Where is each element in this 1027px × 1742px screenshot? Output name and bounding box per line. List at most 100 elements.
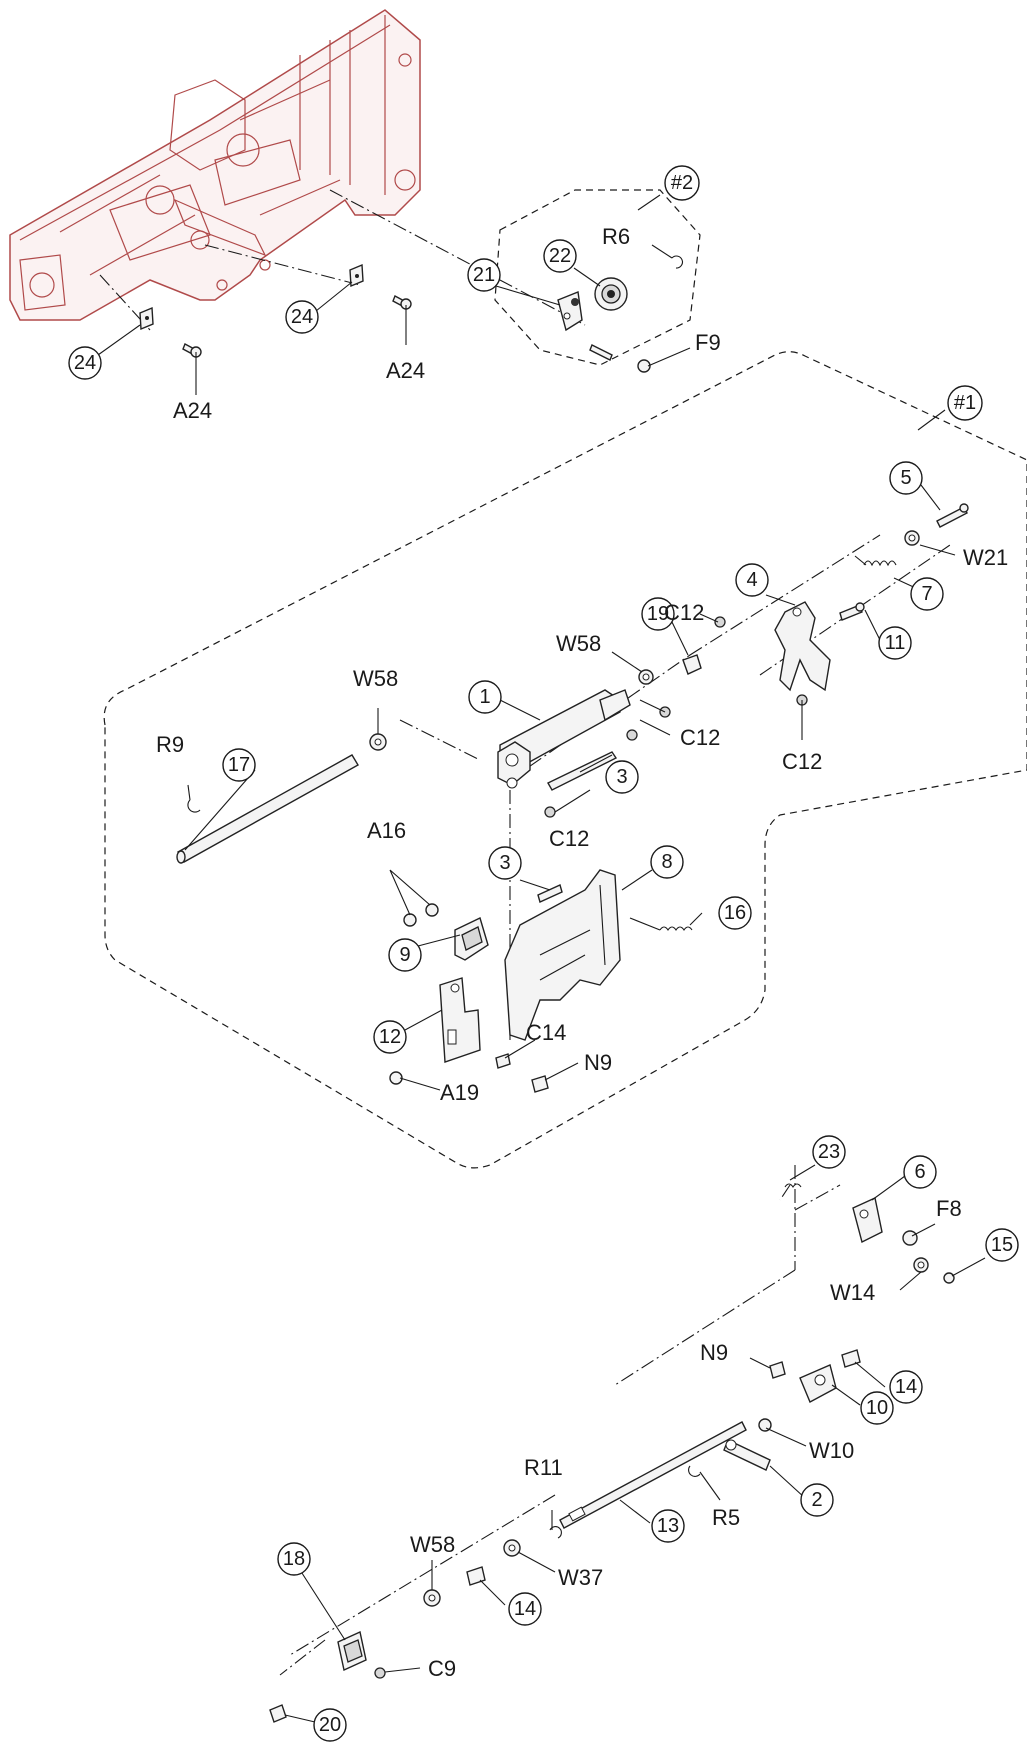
fork-4 xyxy=(774,601,831,692)
callout-group-2: #2 xyxy=(664,165,700,201)
callout-13: 13 xyxy=(651,1509,685,1543)
washer-w21 xyxy=(904,530,920,546)
label-a16: A16 xyxy=(367,818,406,843)
label-n9: N9 xyxy=(584,1050,612,1075)
callout-7-number: 7 xyxy=(921,583,932,605)
group-2-outline xyxy=(494,189,701,366)
block-18 xyxy=(337,1631,367,1671)
callout-group-1-number: #1 xyxy=(954,392,976,414)
callout-23: 23 xyxy=(812,1135,846,1169)
label-r5: R5 xyxy=(712,1505,740,1530)
callout-17: 17 xyxy=(222,748,256,782)
callout-14: 14 xyxy=(889,1370,923,1404)
bracket-10 xyxy=(799,1364,837,1403)
label-f8: F8 xyxy=(936,1196,962,1221)
label-c9: C9 xyxy=(428,1656,456,1681)
callout-11: 11 xyxy=(878,626,912,660)
spring-7 xyxy=(854,555,897,567)
ring-r6 xyxy=(671,255,683,269)
callout-2: 2 xyxy=(800,1483,834,1517)
callout-5-number: 5 xyxy=(900,467,911,489)
shaft-13 xyxy=(559,1421,747,1529)
label-w14: W14 xyxy=(830,1280,875,1305)
callout-9: 9 xyxy=(388,938,422,972)
callout-2-number: 2 xyxy=(811,1489,822,1511)
callout-23-number: 23 xyxy=(818,1141,840,1163)
callout-9-number: 9 xyxy=(399,944,410,966)
label-c14: C14 xyxy=(526,1020,566,1045)
ring-r5 xyxy=(688,1465,701,1477)
callout-16: 16 xyxy=(718,896,752,930)
callout-24-number: 24 xyxy=(291,306,313,328)
label-w37: W37 xyxy=(558,1565,603,1590)
nut-19 xyxy=(682,654,702,675)
screw-a19 xyxy=(389,1071,403,1085)
label-w21: W21 xyxy=(963,545,1008,570)
label-c12: C12 xyxy=(664,600,704,625)
screws-a16 xyxy=(403,903,439,927)
label-a24: A24 xyxy=(173,398,212,423)
callout-14-number: 14 xyxy=(514,1598,536,1620)
washer-w58-lower xyxy=(423,1589,441,1607)
nut-n9-lower xyxy=(769,1361,786,1379)
label-w58: W58 xyxy=(410,1532,455,1557)
callout-24-number: 24 xyxy=(74,352,96,374)
callout-20: 20 xyxy=(313,1708,347,1742)
callout-15-number: 15 xyxy=(991,1234,1013,1256)
washer-w37 xyxy=(503,1539,521,1557)
label-c12: C12 xyxy=(549,826,589,851)
callout-11-number: 11 xyxy=(885,632,906,654)
frame-8 xyxy=(504,869,621,1041)
label-f9: F9 xyxy=(695,330,721,355)
callout-10-number: 10 xyxy=(866,1397,888,1419)
callout-6: 6 xyxy=(903,1155,937,1189)
lever-1 xyxy=(497,689,631,789)
callout-12: 12 xyxy=(373,1020,407,1054)
screw-f8 xyxy=(902,1230,918,1246)
machine-frame xyxy=(9,9,421,321)
group-1-outline xyxy=(103,351,1027,1169)
callout-10: 10 xyxy=(860,1391,894,1425)
label-n9: N9 xyxy=(700,1340,728,1365)
callout-5: 5 xyxy=(889,461,923,495)
callout-3: 3 xyxy=(605,760,639,794)
label-a24: A24 xyxy=(386,358,425,383)
callout-15: 15 xyxy=(985,1228,1019,1262)
screw-c9 xyxy=(374,1667,386,1679)
callout-8-number: 8 xyxy=(661,851,672,873)
washer-w58-upper xyxy=(638,669,654,685)
nut-n9 xyxy=(531,1075,549,1093)
callout-6-number: 6 xyxy=(914,1161,925,1183)
shaft-17 xyxy=(176,754,359,864)
callout-3: 3 xyxy=(488,846,522,880)
callout-3-number: 3 xyxy=(499,852,510,874)
ring-r9 xyxy=(187,799,201,813)
link-2 xyxy=(723,1439,771,1471)
callout-19-number: 19 xyxy=(647,603,669,625)
label-c12: C12 xyxy=(680,725,720,750)
callout-18: 18 xyxy=(277,1542,311,1576)
spring-23 xyxy=(784,1183,802,1188)
roller-22 xyxy=(594,277,628,311)
callout-7: 7 xyxy=(910,577,944,611)
callout-22-number: 22 xyxy=(549,245,571,267)
plate-12 xyxy=(439,977,481,1063)
callout-8: 8 xyxy=(650,845,684,879)
label-a19: A19 xyxy=(440,1080,479,1105)
callout-group-2-number: #2 xyxy=(671,172,693,194)
bracket-21 xyxy=(557,291,583,332)
callout-4-number: 4 xyxy=(746,569,757,591)
callout-19: 19 xyxy=(641,597,675,631)
screw-15 xyxy=(943,1272,955,1284)
bracket-6 xyxy=(852,1196,883,1244)
pin-11 xyxy=(839,602,865,621)
plate-24 xyxy=(139,263,364,331)
callout-14-number: 14 xyxy=(895,1376,917,1398)
washer-w10 xyxy=(758,1418,772,1432)
callout-21: 21 xyxy=(467,258,501,292)
label-r11: R11 xyxy=(524,1455,563,1480)
callout-4: 4 xyxy=(735,563,769,597)
callout-24: 24 xyxy=(285,300,319,334)
callout-21-number: 21 xyxy=(473,264,495,286)
